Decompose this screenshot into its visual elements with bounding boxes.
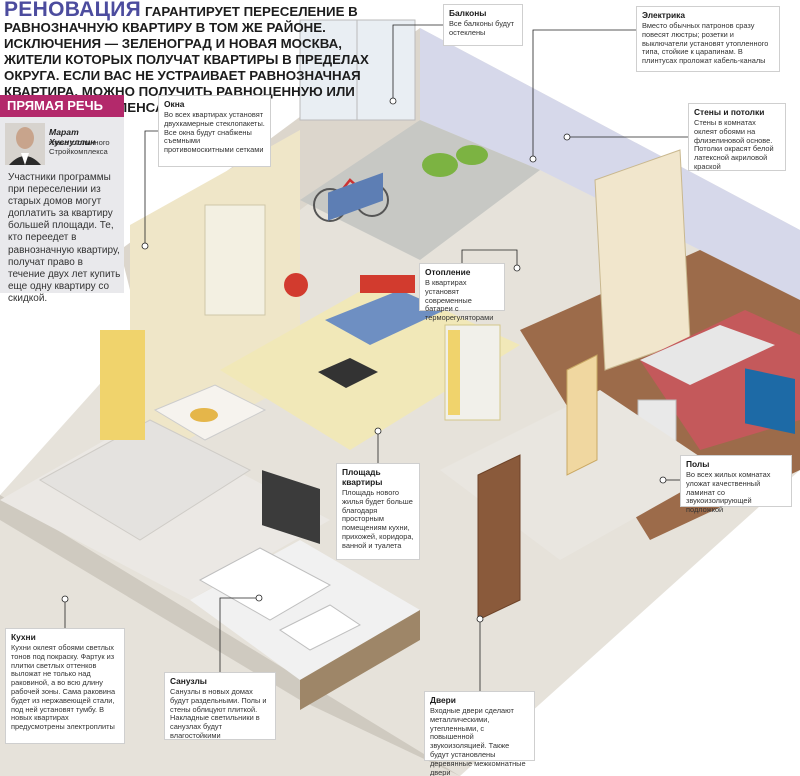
person-role: глава столичного Стройкомплекса — [49, 138, 110, 156]
callout-windows: Окна Во всех квартирах установят двухкам… — [158, 95, 271, 167]
person-name: Марат Хуснуллин — [49, 127, 96, 147]
bathroom-wall-tile — [300, 610, 420, 710]
callout-title: Отопление — [425, 267, 471, 277]
callout-floors: Полы Во всех жилых комнатах уложат качес… — [680, 455, 792, 514]
callout-title: Электрика — [642, 10, 686, 20]
callout-title: Кухни — [11, 632, 36, 642]
person-photo — [5, 123, 45, 165]
callout-doors: Двери Входные двери сделают металлически… — [424, 691, 535, 776]
callout-text: Во всех квартирах установят двухкамерные… — [164, 110, 265, 155]
callout-walls: Стены и потолки Стены в комнатах оклеят … — [688, 103, 786, 171]
callout-title: Санузлы — [170, 676, 207, 686]
headline-text: ГАРАНТИРУЕТ ПЕРЕСЕЛЕНИЕ В РАВНОЗНАЧНУЮ К… — [4, 4, 369, 115]
callout-electrics: Электрика Вместо обычных патронов сразу … — [636, 6, 780, 72]
wardrobe — [594, 149, 691, 371]
callout-text: В квартирах установят современные батаре… — [425, 278, 494, 323]
quote-text: Участники программы при переселении из с… — [8, 172, 121, 304]
quote-box: ПРЯМАЯ РЕЧЬ Марат Хуснуллин глава столич… — [0, 95, 124, 304]
wall-art — [745, 368, 795, 434]
living-floor — [220, 280, 520, 450]
callout-text: Площадь нового жилья будет больше благод… — [342, 488, 414, 550]
interior-door — [566, 354, 598, 476]
back-wall-right — [420, 28, 800, 300]
callout-title: Стены и потолки — [694, 107, 765, 117]
callout-title: Двери — [430, 695, 456, 705]
plant — [456, 145, 488, 165]
callout-balconies: Балконы Все балконы будут остеклены — [443, 4, 523, 46]
entrance-door — [477, 454, 521, 621]
callout-kitchens: Кухни Кухни оклеят обоями светлых тонов … — [5, 628, 125, 744]
callout-title: Полы — [686, 459, 710, 469]
person-photo-icon — [5, 123, 45, 165]
sofa-back — [328, 172, 383, 221]
callout-text: Входные двери сделают металлическими, ут… — [430, 706, 526, 776]
sofa — [325, 290, 445, 345]
bathroom-sink — [279, 604, 361, 651]
callout-area: Площадь квартиры Площадь нового жилья бу… — [336, 463, 420, 560]
fruit-bowl — [190, 408, 218, 422]
callout-title: Окна — [164, 99, 185, 109]
bed-sheet — [640, 325, 775, 385]
plant — [422, 153, 458, 177]
red-desk — [360, 275, 415, 293]
kitchen-wall-yellow — [100, 330, 145, 440]
headline-keyword: РЕНОВАЦИЯ — [4, 0, 142, 21]
quote-person: Марат Хуснуллин глава столичного Стройко… — [0, 117, 124, 172]
callout-text: Все балконы будут остеклены — [449, 19, 515, 37]
callout-title: Балконы — [449, 8, 487, 18]
lamp — [284, 273, 308, 297]
room-window — [204, 204, 266, 316]
quote-title: ПРЯМАЯ РЕЧЬ — [0, 95, 124, 117]
callout-text: Стены в комнатах оклеят обоями на флизел… — [694, 118, 774, 171]
callout-title: Площадь квартиры — [342, 467, 383, 487]
callout-bathrooms: Санузлы Санузлы в новых домах будут разд… — [164, 672, 276, 740]
callout-text: Кухни оклеят обоями светлых тонов под по… — [11, 643, 116, 732]
callout-text: Вместо обычных патронов сразу повесят лю… — [642, 21, 769, 66]
callout-heating: Отопление В квартирах установят современ… — [419, 263, 505, 322]
coffee-table — [318, 358, 378, 388]
callout-text: Во всех жилых комнатах уложат качественн… — [686, 470, 771, 515]
callout-text: Санузлы в новых домах будут раздельными.… — [170, 687, 267, 740]
tv-screen — [262, 470, 320, 544]
